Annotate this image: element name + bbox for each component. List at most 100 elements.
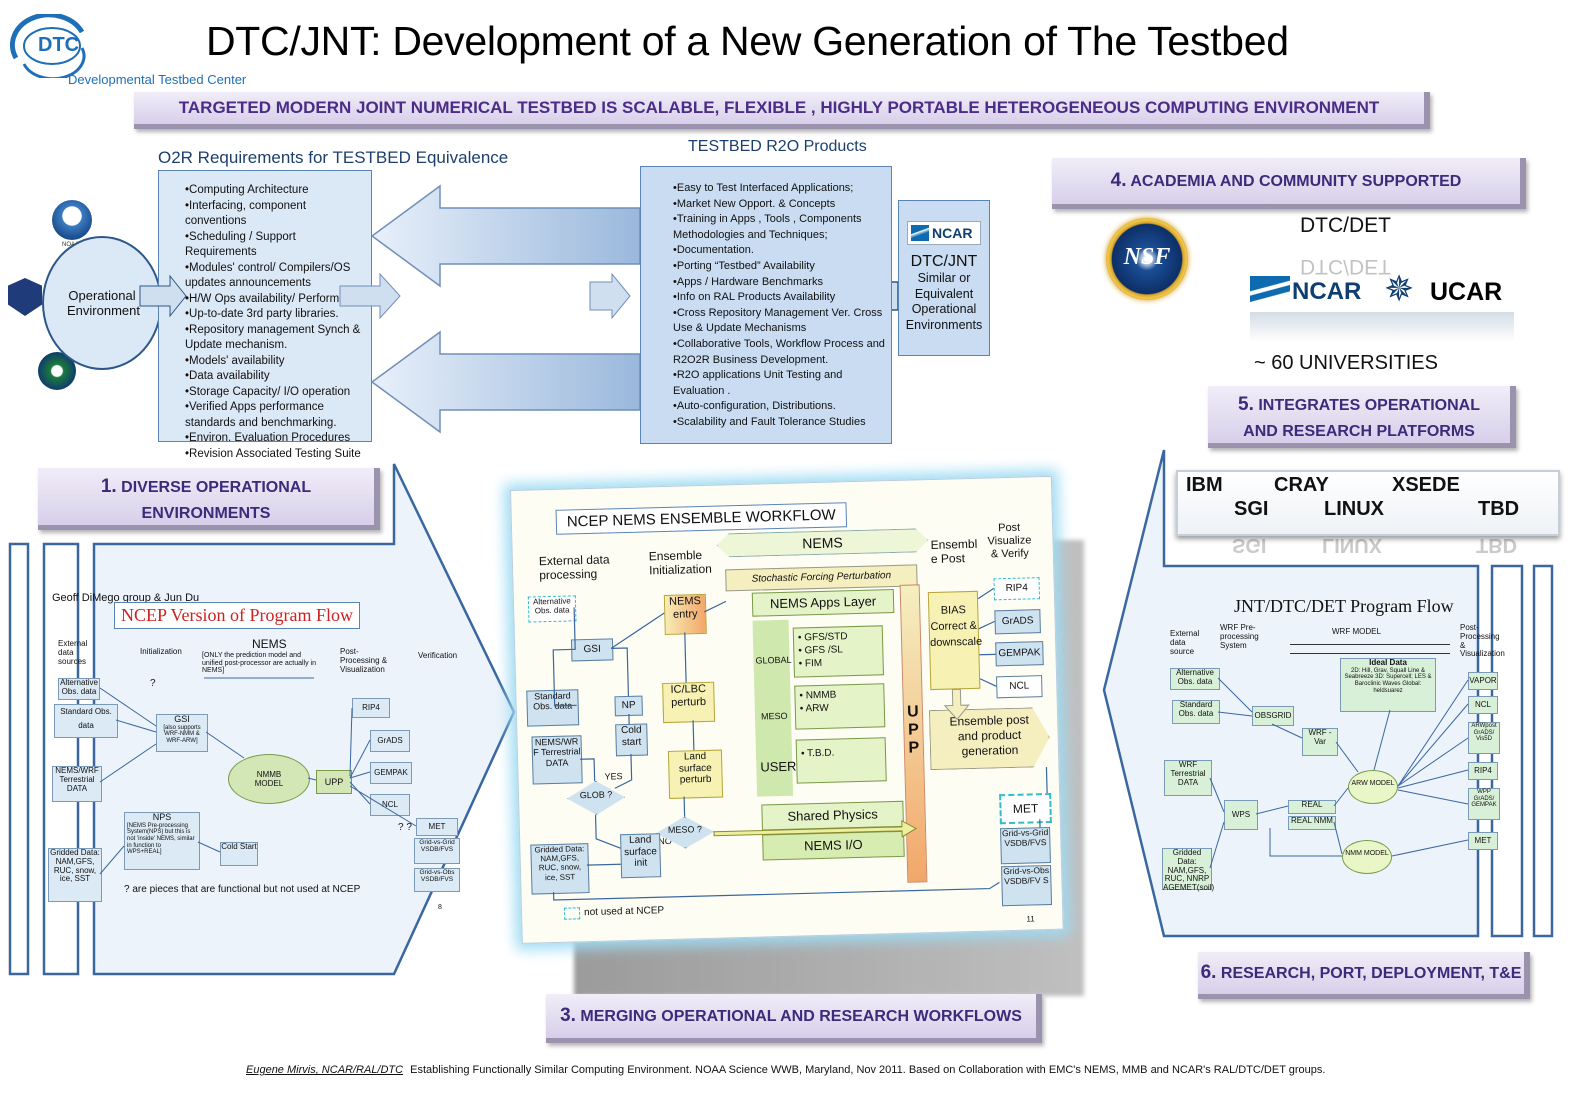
- section5-banner-line1: INTEGRATES OPERATIONAL: [1258, 397, 1480, 414]
- r2o-item: •Collaborative Tools, Workflow Process a…: [673, 337, 885, 366]
- section4-banner-num: 4.: [1110, 170, 1127, 191]
- o2r-requirements-list: •Computing Architecture •Interfacing, co…: [185, 183, 369, 462]
- o2r-item: •Scheduling / Support Requirements: [185, 230, 296, 259]
- section6-banner-num: 6.: [1200, 962, 1217, 983]
- section1-banner-line1: DIVERSE OPERATIONAL: [121, 479, 312, 496]
- section3-banner: 3. MERGING OPERATIONAL AND RESEARCH WORK…: [546, 994, 1042, 1043]
- footer-text: Establishing Functionally Similar Comput…: [410, 1064, 1326, 1076]
- s1-grads: GrADS: [370, 730, 410, 752]
- left-arrow-top: [370, 184, 641, 288]
- section3-banner-text: MERGING OPERATIONAL AND RESEARCH WORKFLO…: [580, 1008, 1022, 1025]
- section6-diagram: JNT/DTC/DET Program Flow External data s…: [1162, 592, 1522, 932]
- dtc-logo-subtitle: Developmental Testbed Center: [68, 72, 247, 87]
- r2o-item: •Market New Opport. & Concepts: [673, 197, 836, 210]
- s6-wrf-terr: WRF Terrestrial DATA: [1164, 760, 1212, 796]
- s6-ideal-title: Ideal Data: [1369, 658, 1407, 667]
- ncar-logo-text: NCAR: [1292, 278, 1362, 305]
- section5-banner-line1-row: 5. INTEGRATES OPERATIONAL: [1208, 392, 1510, 419]
- s6-ideal: Ideal Data 2D: Hill, Grav, Squall Line &…: [1340, 658, 1436, 712]
- s6-met: MET: [1468, 832, 1498, 850]
- s6-alt-obs: Alternative Obs. data: [1170, 668, 1220, 690]
- s1-nmmb: NMMB MODEL: [228, 754, 310, 804]
- top-banner: TARGETED MODERN JOINT NUMERICAL TESTBED …: [134, 92, 1430, 129]
- dtc-det-label: DTC/DET: [1300, 214, 1391, 237]
- left-arrow-bottom: [370, 330, 641, 434]
- s1-upp: UPP: [316, 770, 352, 794]
- s1-nmmb-label: NMMB MODEL: [254, 770, 284, 788]
- s1-col-verif: Verification: [418, 651, 458, 660]
- s1-std-obs: Standard Obs. data: [54, 704, 118, 738]
- ucar-logo: ✵ UCAR: [1384, 272, 1514, 310]
- page-title: DTC/JNT: Development of a New Generation…: [206, 18, 1289, 64]
- r2o-item: •Apps / Hardware Benchmarks: [673, 275, 823, 288]
- platforms-reflection: SGI LINUX TBD: [1176, 534, 1556, 556]
- s1-grid-vs-grid: Grid-vs-Grid VSDB/FVS: [414, 838, 460, 864]
- s1-credit: Geoff DiMego group & Jun Du: [52, 592, 200, 604]
- ncar-logo-icon: [1250, 276, 1290, 308]
- s6-arw-label: ARW MODEL: [1351, 780, 1395, 787]
- s1-connectors: [99, 677, 417, 875]
- s6-flow-title: JNT/DTC/DET Program Flow: [1234, 596, 1454, 616]
- section6-arrow-frame: [1102, 449, 1554, 938]
- o2r-item: •Storage Capacity/ I/O operation: [185, 385, 351, 398]
- ncar-dtc-jnt-box: NCAR DTC/JNT Similar or Equivalent Opera…: [898, 200, 990, 356]
- footer-author: Eugene Mirvis, NCAR/RAL/DTC: [246, 1064, 404, 1076]
- s1-nps-note: [NEMS Pre-processing System(NPS) but thi…: [127, 822, 195, 856]
- s6-external: External data source: [1170, 629, 1200, 656]
- s1-nps: NPS [NEMS Pre-processing System(NPS) but…: [124, 812, 200, 870]
- o2r-item: •Repository management Synch & Update me…: [185, 323, 361, 352]
- r2o-item: •Scalability and Fault Tolerance Studies: [673, 415, 866, 428]
- s1-gsi: GSI [also supports WRF-NMM & WRF-ARW]: [156, 714, 208, 752]
- s1-gsi-note: [also supports WRF-NMM & WRF-ARW]: [163, 724, 201, 745]
- s6-wrf-pre: WRF Pre-processing System: [1220, 623, 1259, 650]
- s6-ideal-text: 2D: Hill, Grav, Squall Line & Seabreeze …: [1344, 667, 1432, 694]
- s1-cold-start: Cold Start: [220, 842, 258, 866]
- section6-banner-text: RESEARCH, PORT, DEPLOYMENT, T&E: [1220, 965, 1522, 982]
- s1-col-external: External data sources: [58, 639, 88, 666]
- s6-wrf-var: WRF - Var: [1302, 728, 1338, 756]
- section5-banner-line2: AND RESEARCH PLATFORMS: [1243, 423, 1475, 440]
- s6-nmm: NMM MODEL: [1342, 840, 1392, 874]
- r2o-item: •Info on RAL Products Availability: [673, 291, 836, 304]
- ncar-logo-small-icon: [911, 225, 929, 241]
- s1-gempak: GEMPAK: [370, 762, 412, 784]
- o2r-item: •Data availability: [185, 370, 270, 382]
- dtc-logo-abbr: DTC: [38, 34, 80, 56]
- s1-question-1: ?: [150, 678, 156, 689]
- s1-rip4: RIP4: [352, 698, 390, 718]
- universities-label: ~ 60 UNIVERSITIES: [1254, 352, 1438, 374]
- section4-banner-text: ACADEMIA AND COMMUNITY SUPPORTED: [1130, 173, 1462, 190]
- section1-banner-num: 1.: [100, 476, 117, 497]
- o2r-item: •Interfacing, component conventions: [185, 199, 307, 228]
- section1-banner-line2: ENVIRONMENTS: [141, 505, 271, 522]
- o2r-item: •Verified Apps performance standards and…: [185, 401, 337, 429]
- dtc-logo-icon: [10, 14, 86, 78]
- r2o-item: •Documentation.: [673, 244, 754, 257]
- o2r-item: •Computing Architecture: [185, 184, 309, 196]
- section5-banner-num: 5.: [1238, 394, 1254, 415]
- r2o-item: •Porting “Testbed” Availability: [673, 259, 815, 272]
- ncar-box-text: Similar or Equivalent Operational Enviro…: [905, 271, 983, 332]
- s6-connectors: [1209, 677, 1469, 869]
- s6-arw: ARW MODEL: [1348, 770, 1398, 804]
- mid-right-arrow: [589, 272, 631, 320]
- s6-ncl: NCL: [1468, 696, 1498, 714]
- platform-ibm: IBM: [1186, 474, 1223, 496]
- footer: Eugene Mirvis, NCAR/RAL/DTC Establishing…: [246, 1064, 1325, 1076]
- section1-banner: 1. DIVERSE OPERATIONAL ENVIRONMENTS: [38, 468, 380, 530]
- s1-alt-obs: Alternative Obs. data: [58, 678, 100, 700]
- platform-tbd-reflect: TBD: [1476, 534, 1518, 556]
- r2o-products-list: •Easy to Test Interfaced Applications; •…: [673, 181, 887, 431]
- s6-post: Post-Processing & Visualization: [1460, 623, 1505, 659]
- section4-banner: 4. ACADEMIA AND COMMUNITY SUPPORTED: [1052, 158, 1526, 209]
- ellipse-arrow: [139, 274, 187, 318]
- s6-model-arrow: [1290, 644, 1450, 654]
- right-arrow-mid: [339, 272, 401, 320]
- ncar-logo-small-text: NCAR: [932, 225, 973, 241]
- o2r-item: •Modules' control/ Compilers/OS updates …: [185, 261, 351, 290]
- top-banner-text: TARGETED MODERN JOINT NUMERICAL TESTBED …: [178, 98, 1380, 117]
- o2r-item: •H/W Ops availability/ Performance: [185, 292, 365, 305]
- s1-upp-label: UPP: [324, 777, 344, 787]
- s1-footnote: ? are pieces that are functional but not…: [124, 884, 361, 895]
- platform-sgi: SGI: [1234, 498, 1269, 520]
